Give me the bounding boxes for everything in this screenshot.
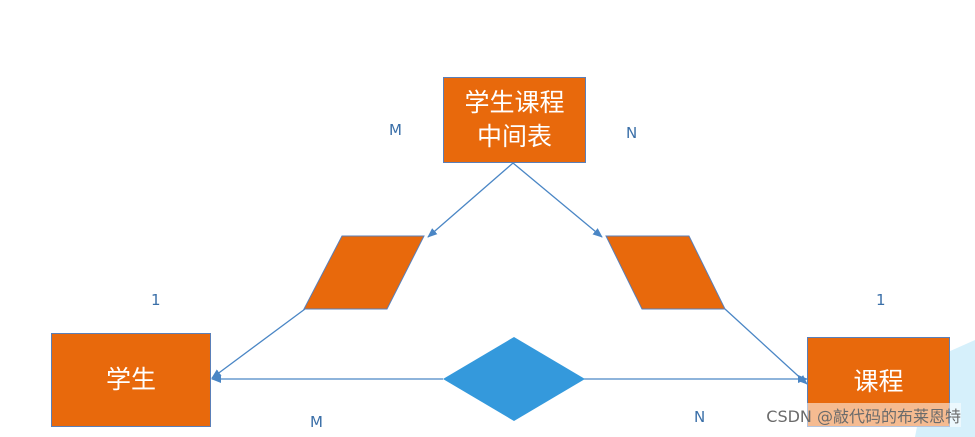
cardinality-junction-course: N <box>626 124 638 142</box>
connector-junction-to-left-parallelogram <box>427 162 514 238</box>
entity-course-label: 课程 <box>853 367 904 396</box>
relationship-parallelogram-right <box>605 235 726 310</box>
cardinality-student-many: M <box>310 413 323 431</box>
entity-student: 学生 <box>51 333 211 427</box>
cardinality-junction-student: M <box>389 121 402 139</box>
connector-right-parallelogram-to-course <box>724 308 808 385</box>
cardinality-student-one: 1 <box>151 291 161 309</box>
entity-junction-label: 学生课程 中间表 <box>464 88 565 151</box>
cardinality-course-one: 1 <box>876 291 886 309</box>
watermark-text: CSDN @敲代码的布莱恩特 <box>766 403 961 427</box>
connector-left-parallelogram-to-student <box>211 308 306 379</box>
connector-junction-to-right-parallelogram <box>512 162 603 238</box>
cardinality-course-many: N <box>694 408 706 426</box>
entity-student-label: 学生 <box>105 365 156 394</box>
relationship-diamond <box>443 337 585 421</box>
entity-junction-table: 学生课程 中间表 <box>443 77 586 163</box>
relationship-parallelogram-left <box>303 235 425 310</box>
